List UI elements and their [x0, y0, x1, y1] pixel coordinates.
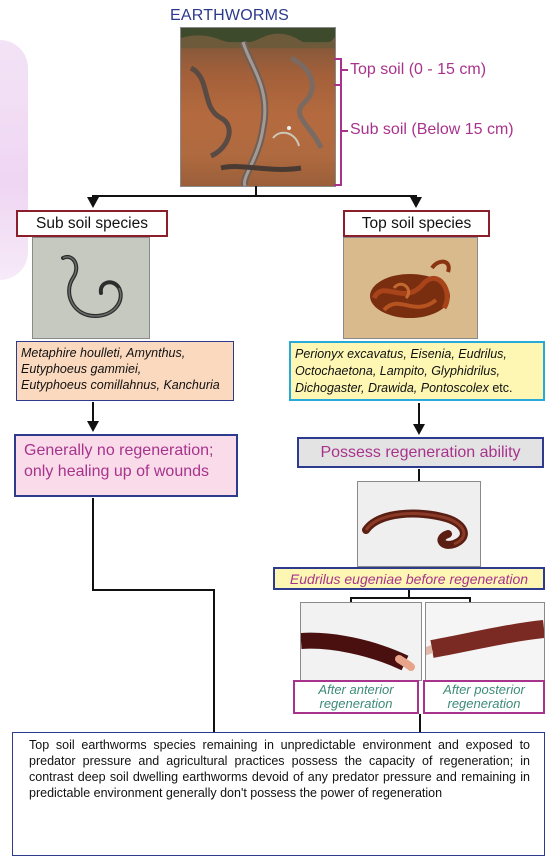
after-split-horizontal: [350, 597, 471, 599]
after-anterior-photo: [300, 602, 422, 681]
soil-cross-section-photo: [180, 27, 336, 187]
sub-species-line-3: Eutyphoeus comillahnus, Kanchuria: [21, 377, 229, 393]
sub-soil-label: Sub soil (Below 15 cm): [350, 121, 514, 139]
arrow-to-noreg: [87, 421, 99, 432]
sub-species-line-2: Eutyphoeus gammiei,: [21, 361, 229, 377]
top-path-vertical: [419, 714, 421, 733]
anterior-worm-illustration: [301, 603, 421, 680]
top-species-down-line: [418, 403, 420, 425]
soil-worm-illustration: [181, 28, 335, 186]
top-species-line-3-names: Dichogaster, Drawida, Pontoscolex: [295, 381, 489, 395]
no-regeneration-box: Generally no regeneration; only healing …: [14, 434, 238, 497]
sub-soil-header: Sub soil species: [16, 210, 168, 237]
eudrilus-illustration: [358, 482, 480, 566]
arrow-to-sub-header: [87, 197, 99, 208]
possess-regeneration-box: Possess regeneration ability: [297, 437, 544, 468]
after-posterior-label: After posterior regeneration: [423, 680, 545, 714]
eudrilus-caption: Eudrilus eugeniae before regeneration: [273, 567, 545, 590]
sub-soil-worm-photo: [32, 237, 150, 339]
top-soil-bracket: [334, 58, 342, 86]
top-species-line-3: Dichogaster, Drawida, Pontoscolex etc.: [295, 380, 539, 397]
top-soil-label: Top soil (0 - 15 cm): [350, 61, 486, 79]
conclusion-box: Top soil earthworms species remaining in…: [12, 732, 545, 856]
sub-path-vertical-1: [92, 498, 94, 590]
diagram-title: EARTHWORMS: [170, 7, 289, 25]
sub-path-vertical-2: [213, 589, 215, 734]
possess-down-line: [418, 469, 420, 481]
sub-species-down-line: [92, 402, 94, 422]
branch-horizontal: [92, 195, 417, 197]
sub-path-horizontal: [92, 589, 214, 591]
coiled-worm-illustration: [33, 238, 149, 338]
top-species-line-1: Perionyx excavatus, Eisenia, Eudrilus,: [295, 346, 539, 363]
arrow-to-top-header: [410, 197, 422, 208]
after-posterior-photo: [425, 602, 545, 681]
sub-species-line-1: Metaphire houlleti, Amynthus,: [21, 345, 229, 361]
arrow-to-possess: [413, 424, 425, 435]
sub-soil-bracket: [334, 84, 342, 186]
worm-cluster-illustration: [344, 238, 477, 338]
top-soil-tick: [340, 69, 348, 71]
top-species-line-2: Octochaetona, Lampito, Glyphidrilus,: [295, 363, 539, 380]
sub-soil-tick: [340, 130, 348, 132]
decorative-side-band: [0, 40, 28, 280]
top-soil-species-list: Perionyx excavatus, Eisenia, Eudrilus, O…: [289, 341, 545, 401]
top-species-line-3-suffix: etc.: [489, 381, 513, 395]
sub-soil-species-list: Metaphire houlleti, Amynthus, Eutyphoeus…: [16, 341, 234, 401]
top-soil-header: Top soil species: [343, 210, 490, 237]
posterior-worm-illustration: [426, 603, 544, 680]
top-soil-worm-photo: [343, 237, 478, 339]
after-anterior-label: After anterior regeneration: [293, 680, 419, 714]
eudrilus-worm-photo: [357, 481, 481, 567]
